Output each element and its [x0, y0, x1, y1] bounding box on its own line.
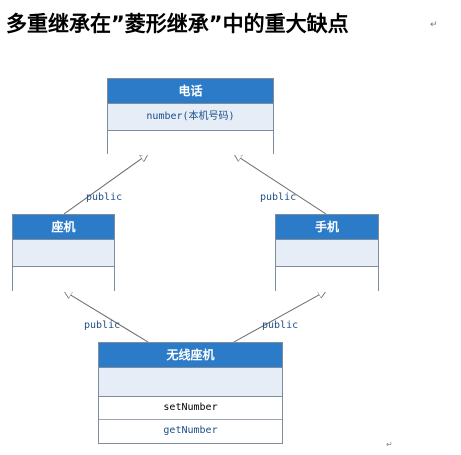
- class-operations-phone: [108, 131, 273, 155]
- class-name-phone: 电话: [108, 79, 273, 104]
- edge-cordless-to-landline: [64, 291, 149, 343]
- edge-label-cordless-mobile: public: [262, 320, 299, 331]
- class-attributes-mobile: [276, 240, 378, 267]
- edge-mobile-to-phone: [234, 154, 327, 215]
- class-operations-mobile: [276, 267, 378, 292]
- edge-cordless-to-mobile: [233, 290, 326, 343]
- class-box-mobile: 手机: [275, 214, 379, 292]
- class-box-phone: 电话 number(本机号码): [107, 78, 274, 155]
- class-name-landline: 座机: [13, 215, 114, 240]
- operation-set-number: setNumber: [163, 402, 218, 413]
- edge-label-cordless-landline: public: [84, 320, 121, 331]
- operation-get-number: getNumber: [99, 419, 282, 442]
- edge-landline-to-phone: [63, 154, 148, 215]
- class-box-cordless: 无线座机 setNumber getNumber: [98, 342, 283, 444]
- class-attributes-landline: [13, 240, 114, 267]
- class-box-landline: 座机: [12, 214, 115, 292]
- paragraph-mark-icon: ↵: [386, 440, 393, 449]
- class-attribute-number: number(本机号码): [108, 104, 273, 131]
- class-operations-landline: [13, 267, 114, 292]
- class-name-mobile: 手机: [276, 215, 378, 240]
- class-attributes-cordless: [99, 368, 282, 397]
- class-operations-cordless: setNumber getNumber: [99, 397, 282, 442]
- paragraph-mark-icon: ↵: [430, 20, 438, 30]
- edge-label-landline-phone: public: [86, 192, 123, 203]
- page-title: 多重继承在”菱形继承”中的重大缺点: [6, 12, 349, 36]
- class-name-cordless: 无线座机: [99, 343, 282, 368]
- edge-label-mobile-phone: public: [260, 192, 297, 203]
